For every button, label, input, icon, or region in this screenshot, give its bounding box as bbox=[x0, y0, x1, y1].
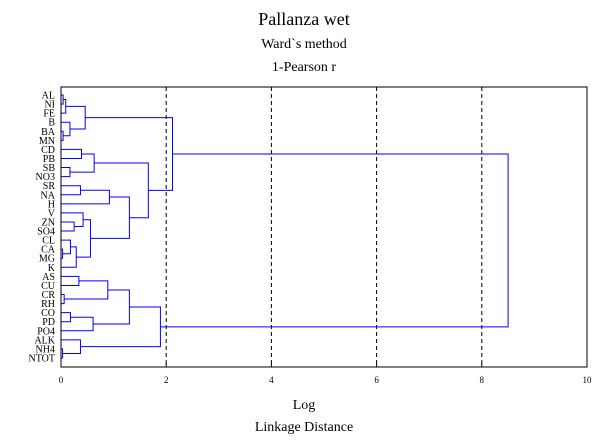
leaf-label: AS bbox=[42, 272, 55, 283]
leaf-label: CA bbox=[41, 245, 56, 256]
x-tick-label: 8 bbox=[480, 375, 485, 385]
dendrogram-link bbox=[160, 153, 509, 328]
leaf-label: AL bbox=[42, 91, 55, 102]
leaf-label: PO4 bbox=[37, 326, 55, 337]
leaf-label: FE bbox=[43, 109, 55, 120]
dendrogram-link bbox=[61, 212, 84, 227]
leaf-label: MG bbox=[39, 254, 55, 265]
dendrogram-link bbox=[64, 280, 109, 300]
leaf-label: NTOT bbox=[29, 354, 55, 365]
x-tick-label: 2 bbox=[164, 375, 169, 385]
leaf-label: RH bbox=[41, 299, 55, 310]
leaf-label: CO bbox=[41, 308, 55, 319]
leaf-label: NI bbox=[44, 100, 55, 111]
leaf-label: SO4 bbox=[37, 227, 55, 238]
dendrogram-link bbox=[61, 275, 80, 286]
dendrogram-link bbox=[85, 117, 174, 191]
x-axis-label-2: Linkage Distance bbox=[255, 420, 353, 435]
dendrogram-link bbox=[61, 185, 81, 196]
leaf-label: V bbox=[48, 208, 56, 219]
dendrogram-link bbox=[90, 196, 130, 239]
leaf-label: CU bbox=[41, 281, 56, 292]
leaf-label: CR bbox=[42, 290, 56, 301]
leaf-label: ZN bbox=[42, 217, 55, 228]
dendrogram-link bbox=[61, 339, 81, 354]
dendrogram-link bbox=[61, 221, 75, 232]
leaf-label: NA bbox=[41, 190, 56, 201]
x-tick-label: 4 bbox=[269, 375, 274, 385]
dendrogram-link bbox=[93, 289, 130, 325]
chart-subtitle: Ward`s method bbox=[261, 37, 347, 52]
dendrogram-link bbox=[61, 167, 71, 178]
x-tick-label: 10 bbox=[583, 375, 593, 385]
chart-subtitle-2: 1-Pearson r bbox=[272, 60, 336, 75]
dendrogram-link bbox=[80, 306, 161, 348]
leaf-label: CL bbox=[42, 236, 55, 247]
x-axis-label: Log bbox=[293, 398, 316, 413]
dendrogram-link bbox=[61, 246, 77, 268]
leaf-label: B bbox=[48, 118, 55, 129]
dendrogram-link bbox=[65, 105, 86, 130]
x-tick-label: 6 bbox=[374, 375, 379, 385]
leaf-label: PB bbox=[43, 154, 56, 165]
leaf-label: H bbox=[48, 199, 55, 210]
leaf-label: ALK bbox=[34, 335, 55, 346]
leaf-label: CD bbox=[41, 145, 55, 156]
leaf-label: BA bbox=[41, 127, 56, 138]
chart-title: Pallanza wet bbox=[258, 9, 349, 29]
leaf-label: SB bbox=[43, 163, 56, 174]
leaf-label: SR bbox=[43, 181, 56, 192]
dendrogram-link bbox=[61, 312, 71, 323]
dendrogram-link bbox=[61, 121, 71, 137]
leaf-label: NO3 bbox=[36, 172, 55, 183]
leaf-label: PD bbox=[42, 317, 55, 328]
leaf-label: K bbox=[48, 263, 56, 274]
dendrogram-link bbox=[61, 189, 110, 205]
x-tick-label: 0 bbox=[59, 375, 64, 385]
plot-frame bbox=[60, 86, 588, 368]
leaf-label: MN bbox=[39, 136, 55, 147]
leaf-label: NH4 bbox=[36, 344, 55, 355]
dendrogram-link bbox=[69, 153, 95, 173]
dendrogram-link bbox=[61, 148, 83, 159]
dendrogram-link bbox=[61, 316, 94, 332]
